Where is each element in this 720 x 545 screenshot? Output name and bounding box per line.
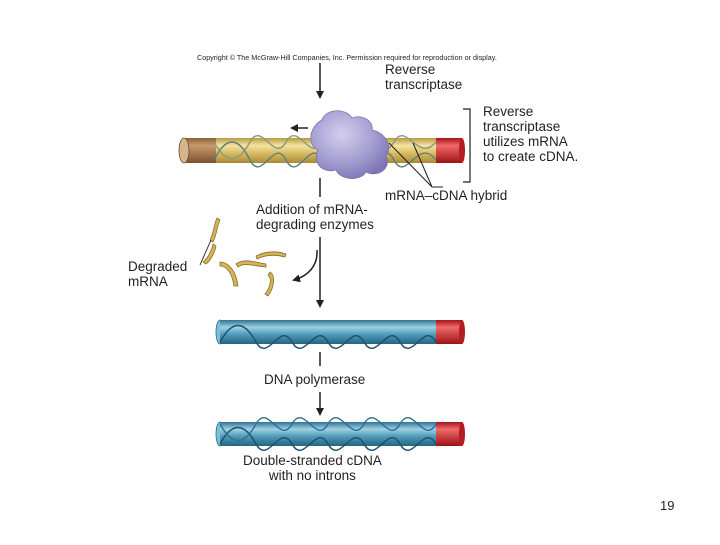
label-line: degrading enzymes (256, 217, 374, 232)
cdna-strand (220, 320, 436, 344)
degraded-mrna-label: Degraded mRNA (128, 259, 187, 289)
addition-label: Addition of mRNA- degrading enzymes (256, 202, 374, 232)
explanation-bracket (463, 108, 471, 183)
reverse-transcriptase-enzyme (310, 110, 390, 179)
label-line: Double-stranded cDNA (243, 453, 382, 468)
cdna-3-end (436, 320, 462, 344)
double-stranded-label: Double-stranded cDNA with no introns (243, 453, 382, 483)
label-line: to create cDNA. (483, 149, 579, 164)
mrna-3-end (436, 138, 462, 163)
fragment-4 (235, 260, 267, 268)
reverse-transcriptase-label: Reverse transcriptase (385, 62, 462, 92)
ds-cdna-helix (219, 416, 437, 452)
reverse-transcriptase-explanation: Reverse transcriptase utilizes mRNA to c… (483, 104, 578, 164)
single-stranded-cdna-tube (215, 319, 465, 350)
degradation-arrow (292, 249, 318, 283)
mrna-cap (178, 137, 190, 164)
fragment-1 (209, 217, 221, 243)
fragment-5 (255, 251, 287, 260)
label-line: Reverse (385, 62, 436, 77)
hybrid-label: mRNA–cDNA hybrid (385, 188, 508, 203)
dna-polymerase-label: DNA polymerase (264, 372, 366, 387)
cdna-helix (219, 324, 437, 350)
fragment-3 (219, 261, 239, 287)
label-line: Reverse (483, 104, 534, 119)
mrna-end-cap (459, 138, 465, 163)
ds-cdna-strand (220, 422, 436, 446)
hybrid-leader-lines (388, 142, 443, 188)
label-line: mRNA (128, 274, 168, 289)
label-line: transcriptase (385, 77, 463, 92)
fragment-2 (202, 243, 217, 265)
label-line: Addition of mRNA- (256, 202, 368, 217)
copyright-notice: Copyright © The McGraw-Hill Companies, I… (197, 53, 497, 62)
label-line: with no introns (268, 468, 356, 483)
degraded-mrna-fragments (202, 217, 287, 297)
label-line: utilizes mRNA (483, 134, 568, 149)
double-stranded-cdna-tube (215, 416, 465, 452)
label-line: transcriptase (483, 119, 561, 134)
degraded-leader-line (199, 239, 212, 266)
ds-cdna-3-end (436, 422, 462, 446)
page-number: 19 (660, 498, 675, 513)
fragment-6 (264, 271, 274, 297)
label-line: Degraded (128, 259, 188, 274)
